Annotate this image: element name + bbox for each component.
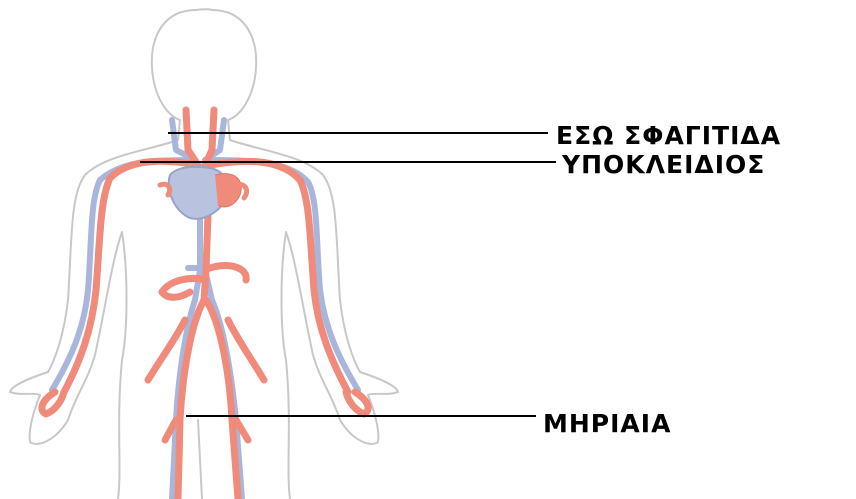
label-internal-carotid: ΕΣΩ ΣΦΑΓΙΤΙΔΑ (556, 123, 781, 148)
label-subclavian: ΥΠΟΚΛΕΙΔΙΟΣ (562, 152, 765, 177)
label-femoral: ΜΗΡΙΑΙΑ (543, 411, 671, 436)
heart (160, 167, 247, 219)
